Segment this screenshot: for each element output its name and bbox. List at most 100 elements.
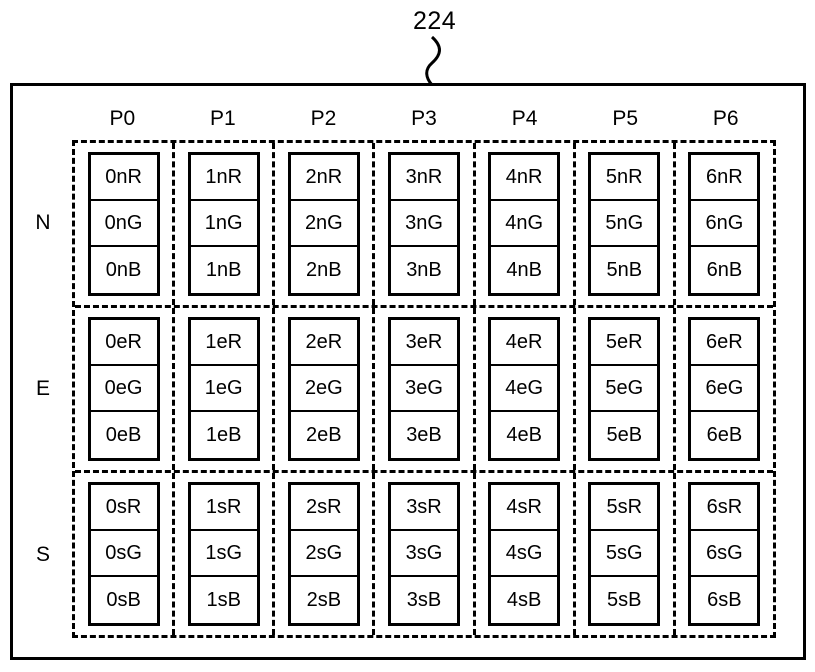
subpixel-cell: 2eG [290,366,357,412]
subpixel-cell: 5eR [591,320,658,366]
row-label-e: E [35,377,50,400]
subpixel-cell: 4sG [491,531,558,577]
subpixel-cell: 1eG [190,366,257,412]
subpixel-cell: 1sG [190,531,257,577]
subpixel-cell: 2nR [290,155,357,201]
subpixel-cell: 6eG [691,366,758,412]
subpixel-cell: 6nG [691,201,758,247]
subpixel-cell: 2eR [290,320,357,366]
leader-line-icon [425,36,441,86]
subpixel-cell: 2nG [290,201,357,247]
subpixel-cell: 3eR [390,320,457,366]
subpixel-cell: 1sR [190,485,257,531]
subpixel-cell: 0eG [90,366,157,412]
subpixel-cell: 0eR [90,320,157,366]
subpixel-cell: 6nB [691,247,758,293]
subpixel-cell: 0sG [90,531,157,577]
subpixel-cell: 1nR [190,155,257,201]
subpixel-cell: 4eG [491,366,558,412]
subpixel-cell: 6sB [691,577,758,623]
subpixel-cell: 3eB [390,412,457,458]
subpixel-cell: 4nB [491,247,558,293]
column-header-p1: P1 [210,107,236,130]
subpixel-cell: 2eB [290,412,357,458]
subpixel-cell: 1nB [190,247,257,293]
subpixel-cell: 3nR [390,155,457,201]
subpixel-cell: 4eB [491,412,558,458]
subpixel-cell: 0sB [90,577,157,623]
subpixel-cell: 2sB [290,577,357,623]
subpixel-cell: 3sR [390,485,457,531]
subpixel-cell: 2nB [290,247,357,293]
subpixel-cell: 5sB [591,577,658,623]
subpixel-cell: 2sR [290,485,357,531]
column-header-p0: P0 [109,107,136,130]
column-header-p6: P6 [712,107,739,130]
subpixel-cell: 3nB [390,247,457,293]
subpixel-cell: 5eB [591,412,658,458]
reference-numeral-224: 224 [413,7,457,35]
subpixel-cell: 6eR [691,320,758,366]
subpixel-cell: 1eR [190,320,257,366]
subpixel-cell: 5nG [591,201,658,247]
subpixel-cell: 5nR [591,155,658,201]
subpixel-cell: 0nG [90,201,157,247]
subpixel-cell: 4nR [491,155,558,201]
subpixel-cell: 0sR [90,485,157,531]
subpixel-cell: 4sR [491,485,558,531]
subpixel-cell: 4eR [491,320,558,366]
subpixel-cell: 6sG [691,531,758,577]
subpixel-cell: 4sB [491,577,558,623]
column-header-p4: P4 [511,107,538,130]
subpixel-cell: 3sG [390,531,457,577]
subpixel-cell: 3nG [390,201,457,247]
subpixel-cell: 6nR [691,155,758,201]
subpixel-cell: 3eG [390,366,457,412]
subpixel-cell: 0eB [90,412,157,458]
subpixel-cell: 0nR [90,155,157,201]
subpixel-cell: 1eB [190,412,257,458]
row-label-n: N [35,211,51,234]
subpixel-cell: 6sR [691,485,758,531]
subpixel-cell: 5eG [591,366,658,412]
subpixel-cell: 3sB [390,577,457,623]
